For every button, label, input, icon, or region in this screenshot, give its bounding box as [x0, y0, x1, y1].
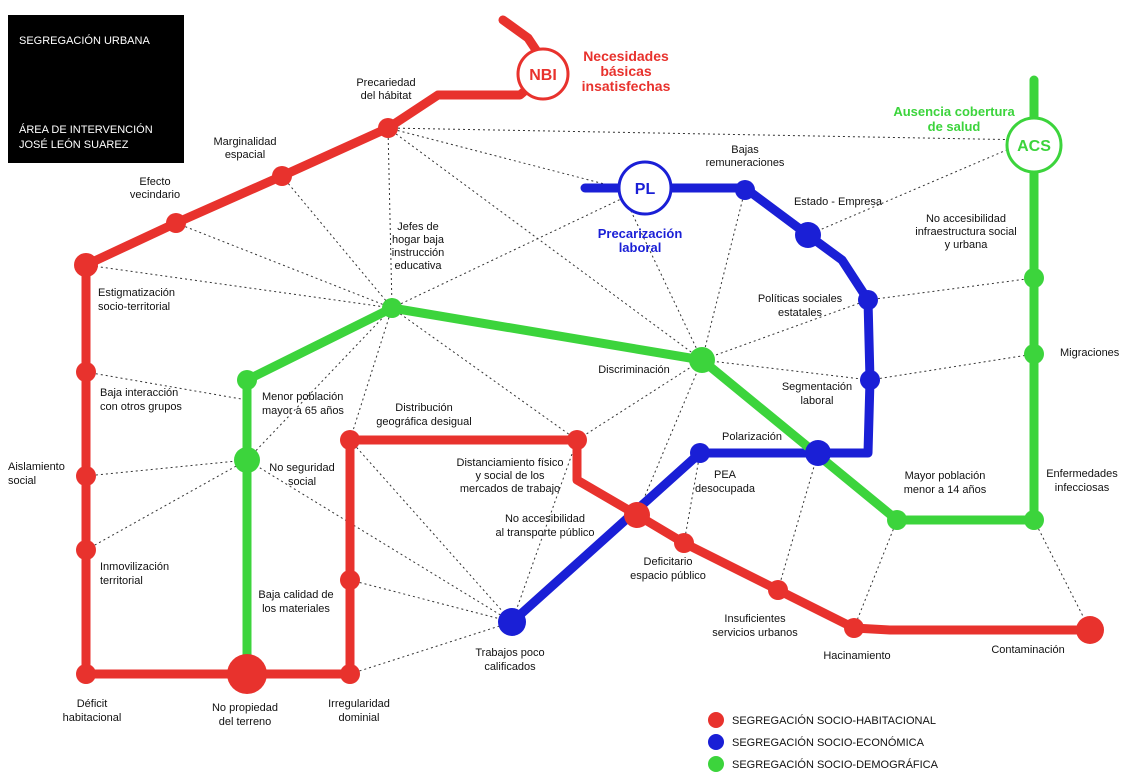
station-segmentacion	[860, 370, 880, 390]
terminal-nbi: NBI	[516, 47, 570, 101]
legend-swatch	[708, 734, 724, 750]
station-precariedad	[378, 118, 398, 138]
station-jefes	[382, 298, 402, 318]
legend-label: SEGREGACIÓN SOCIO-ECONÓMICA	[732, 736, 925, 749]
legend: SEGREGACIÓN SOCIO-HABITACIONAL SEGREGACIÓ…	[708, 712, 939, 772]
legend-label: SEGREGACIÓN SOCIO-DEMOGRÁFICA	[732, 758, 939, 771]
station-deficit	[76, 664, 96, 684]
station-hacinamiento	[844, 618, 864, 638]
station-contaminacion	[1076, 616, 1104, 644]
station-inmovilizacion	[76, 540, 96, 560]
station-estigmatizacion	[74, 253, 98, 277]
station-trabajos	[498, 608, 526, 636]
label-discriminacion: Discriminación	[598, 364, 670, 376]
terminal-acs: ACS	[1005, 116, 1063, 174]
label-migraciones: Migraciones	[1060, 347, 1120, 359]
station-efecto	[166, 213, 186, 233]
station-irregularidad	[340, 664, 360, 684]
station-pea	[690, 443, 710, 463]
station-mayor-poblacion-14	[887, 510, 907, 530]
station-no-seguridad	[234, 447, 260, 473]
label-contaminacion: Contaminación	[991, 644, 1064, 656]
pl-code: PL	[635, 181, 656, 198]
station-migraciones	[1024, 344, 1044, 364]
station-no-accesibilidad-transporte	[624, 502, 650, 528]
title-line-1: SEGREGACIÓN URBANA	[19, 35, 150, 47]
nbi-code: NBI	[529, 67, 557, 84]
label-polarizacion: Polarización	[722, 431, 782, 443]
label-hacinamiento: Hacinamiento	[823, 650, 890, 662]
station-distribucion	[340, 430, 360, 450]
station-insuficientes	[768, 580, 788, 600]
station-distanciamiento	[567, 430, 587, 450]
dotted-connections	[85, 127, 1091, 675]
title-line-2: ÁREA DE INTERVENCIÓN JOSÉ LEÓN SUAREZ	[19, 124, 153, 151]
legend-swatch	[708, 756, 724, 772]
title-box: SEGREGACIÓN URBANA ÁREA DE INTERVENCIÓN …	[8, 15, 184, 163]
terminal-pl: PL	[617, 160, 673, 216]
label-estado-empresa: Estado - Empresa	[794, 196, 883, 208]
legend-label: SEGREGACIÓN SOCIO-HABITACIONAL	[732, 714, 936, 727]
station-deficitario	[674, 533, 694, 553]
station-baja-calidad	[340, 570, 360, 590]
station-discriminacion	[689, 347, 715, 373]
station-menor-poblacion-65	[237, 370, 257, 390]
station-estado-empresa	[795, 222, 821, 248]
station-bajas-remuneraciones	[735, 180, 755, 200]
station-enfermedades	[1024, 510, 1044, 530]
legend-swatch	[708, 712, 724, 728]
blue-line	[507, 183, 875, 627]
station-politicas	[858, 290, 878, 310]
station-polarizacion-right	[805, 440, 831, 466]
station-no-accesibilidad-infra	[1024, 268, 1044, 288]
station-baja-interaccion	[76, 362, 96, 382]
station-marginalidad	[272, 166, 292, 186]
acs-code: ACS	[1017, 138, 1051, 155]
station-aislamiento	[76, 466, 96, 486]
station-no-propiedad	[227, 654, 267, 694]
stations	[74, 118, 1104, 694]
